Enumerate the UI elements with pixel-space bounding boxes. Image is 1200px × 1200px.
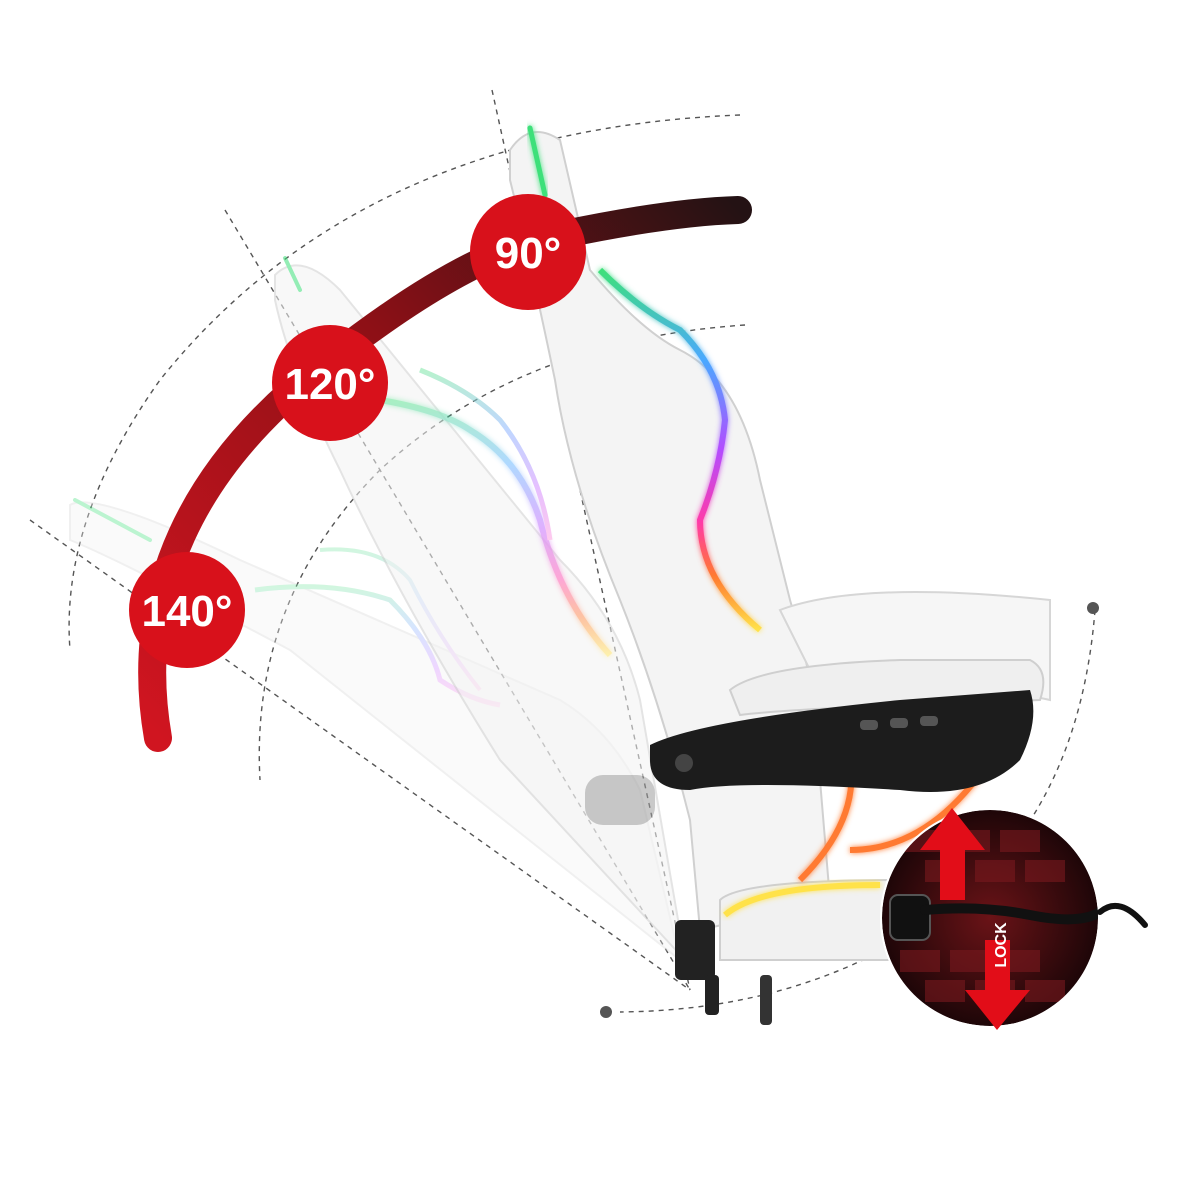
lock-detail: LOCK — [880, 808, 1148, 1030]
angle-badge-90-label: 90° — [495, 229, 562, 278]
chair-main-90 — [509, 125, 1051, 1025]
down-arrow-icon — [965, 940, 1030, 1030]
angle-badge-90: 90° — [470, 194, 586, 310]
lock-label: LOCK — [993, 922, 1010, 968]
angle-badge-140-label: 140° — [141, 587, 232, 636]
angle-badge-140: 140° — [129, 552, 245, 668]
angle-badge-120-label: 120° — [284, 360, 375, 409]
up-down-arrow-icon — [920, 808, 985, 900]
chair-ghost-120 — [274, 256, 687, 964]
angle-badge-120: 120° — [272, 325, 388, 441]
guide-dot-top — [1087, 602, 1099, 614]
guide-dot-bottom — [600, 1006, 612, 1018]
